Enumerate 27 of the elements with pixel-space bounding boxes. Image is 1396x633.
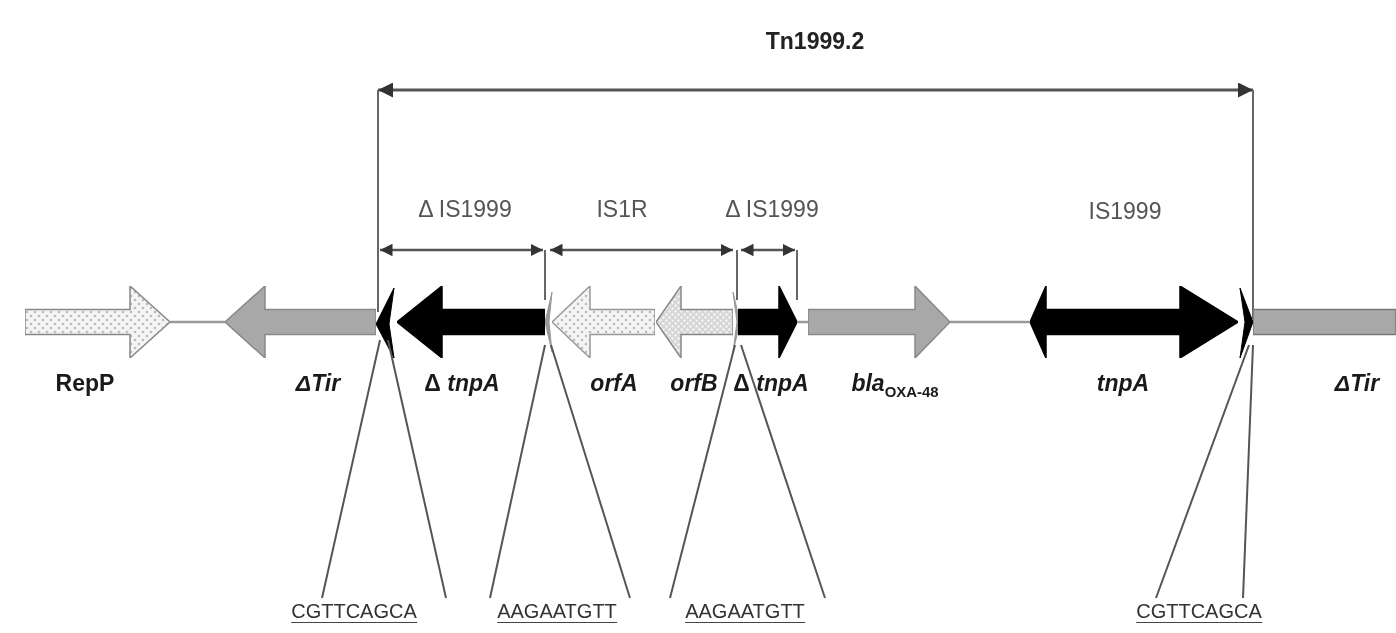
gene-symbol [552,286,655,358]
junction-sequence: AAGAATGTT [685,600,805,623]
element-label: Tn1999.2 [765,28,865,55]
gene-symbol [738,286,797,358]
dna-backbone-line [170,320,225,324]
gene-symbol [25,286,170,358]
gene-symbol [225,286,376,358]
gene-label: Δ tnpA [733,370,809,397]
gene-symbol [397,286,545,358]
element-label: Δ IS1999 [725,196,819,223]
element-label: IS1R [596,196,648,223]
junction-sequence: CGTTCAGCA [291,600,417,623]
gene-label: ΔTir [295,370,341,397]
gene-label: Δ tnpA [424,370,500,397]
gene-label: RepP [55,370,115,397]
element-label: Δ IS1999 [418,196,512,223]
dna-backbone-line [950,320,1030,324]
junction-sequence: AAGAATGTT [497,600,617,623]
gene-label: orfA [590,370,638,397]
gene-label: tnpA [1096,370,1150,397]
gene-label: ΔTir [1334,370,1380,397]
element-label: IS1999 [1088,198,1162,225]
gene-symbol [808,286,950,358]
junction-sequence: CGTTCAGCA [1136,600,1262,623]
gene-label: bla$_{OXA-48}$ [851,370,939,400]
gene-symbol [656,286,733,358]
gene-label: orfB [670,370,718,397]
